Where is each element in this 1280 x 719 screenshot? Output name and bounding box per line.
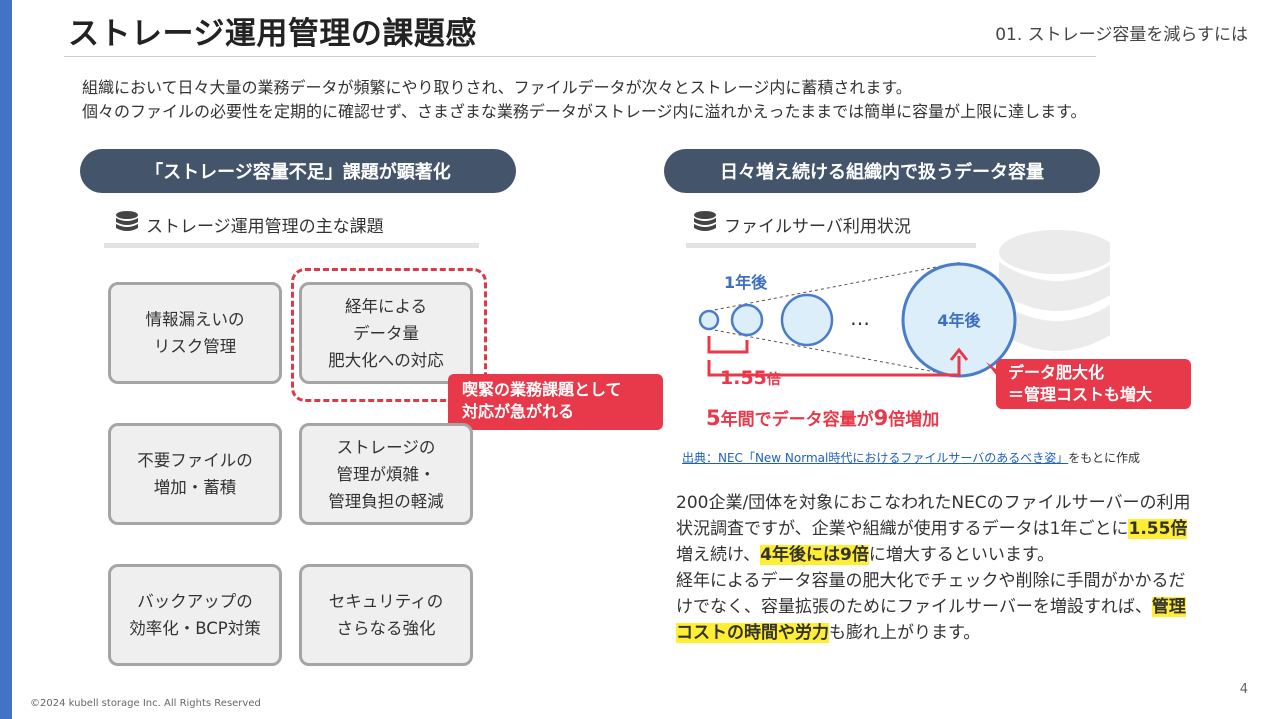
bracket-1year	[707, 336, 749, 354]
intro-text: 組織において日々大量の業務データが頻繁にやり取りされ、ファイルデータが次々とスト…	[82, 76, 1086, 124]
right-subhead-rule	[686, 243, 976, 248]
perspective-line-top	[708, 261, 963, 312]
accent-bar	[0, 0, 12, 719]
database-icon	[114, 210, 140, 239]
source-citation: 出典：NEC「New Normal時代におけるファイルサーバのあるべき姿」をもと…	[682, 449, 1140, 466]
body-text-1: 200企業/団体を対象におこなわれたNECのファイルサーバーの利用状況調査ですが…	[676, 493, 1191, 539]
database-icon	[692, 210, 718, 239]
data-circle-year0	[698, 309, 720, 331]
urgent-callout: 喫緊の業務課題として 対応が急がれる	[448, 374, 663, 430]
growth-statement: 5年間でデータ容量が9倍増加	[706, 406, 939, 430]
issue-box-data-growth: 経年による データ量 肥大化への対応	[299, 282, 473, 384]
issue-box-security: セキュリティの さらなる強化	[299, 564, 473, 666]
page-title: ストレージ運用管理の課題感	[68, 16, 477, 52]
bracket-4year	[707, 356, 961, 377]
label-4year: 4年後	[937, 311, 981, 330]
body-text-4: 経年によるデータ容量の肥大化でチェックや削除に手間がかかるだけでなく、容量拡張の…	[676, 571, 1186, 617]
highlight-155: 1.55倍	[1128, 519, 1188, 539]
body-text-3: に増大するといいます。	[868, 545, 1055, 565]
right-heading-pill: 日々増え続ける組織内で扱うデータ容量	[664, 149, 1100, 193]
page-number: 4	[1239, 682, 1248, 697]
data-circle-year1	[730, 303, 764, 337]
ellipsis: …	[850, 306, 870, 330]
issue-box-unneeded-files: 不要ファイルの 増加・蓄積	[108, 423, 282, 525]
multiplier-1year: 1.55倍	[720, 367, 781, 389]
left-heading-pill: 「ストレージ容量不足」課題が顕著化	[80, 149, 516, 193]
data-circle-year2	[780, 293, 834, 347]
cost-callout: データ肥大化 ＝管理コストも増大	[996, 359, 1191, 409]
intro-line-1: 組織において日々大量の業務データが頻繁にやり取りされ、ファイルデータが次々とスト…	[82, 78, 912, 97]
arrow-up	[949, 347, 969, 361]
issue-box-management-burden: ストレージの 管理が煩雑・ 管理負担の軽減	[299, 423, 473, 525]
body-text-2: 増え続け、	[676, 545, 761, 565]
left-subhead-rule	[104, 243, 479, 248]
highlight-dashed-frame	[291, 268, 487, 402]
body-paragraph: 200企業/団体を対象におこなわれたNECのファイルサーバーの利用状況調査ですが…	[676, 490, 1196, 646]
issue-box-backup-bcp: バックアップの 効率化・BCP対策	[108, 564, 282, 666]
database-icon	[999, 230, 1110, 351]
left-subhead-label: ストレージ運用管理の主な課題	[146, 217, 384, 237]
intro-line-2: 個々のファイルの必要性を定期的に確認せず、さまざまな業務データがストレージ内に溢…	[82, 102, 1087, 121]
right-subhead-label: ファイルサーバ利用状況	[724, 217, 911, 237]
growth-diagram: … 1年後 4年後 1.55倍 5年間でデータ容量が9倍増加	[698, 230, 1110, 430]
source-suffix: をもとに作成	[1068, 451, 1140, 465]
perspective-line-bottom	[708, 328, 963, 378]
issue-box-leak-risk: 情報漏えいの リスク管理	[108, 282, 282, 384]
source-link[interactable]: 出典：NEC「New Normal時代におけるファイルサーバのあるべき姿」	[682, 451, 1069, 465]
title-divider	[64, 56, 1096, 57]
copyright: ©2024 kubell storage Inc. All Rights Res…	[30, 698, 261, 709]
right-subhead: ファイルサーバ利用状況	[692, 210, 911, 239]
highlight-9x: 4年後には9倍	[760, 545, 869, 565]
label-1year: 1年後	[724, 273, 768, 292]
section-label: 01. ストレージ容量を減らすには	[995, 25, 1248, 45]
left-subhead: ストレージ運用管理の主な課題	[114, 210, 384, 239]
body-text-5: も膨れ上がります。	[829, 623, 981, 643]
